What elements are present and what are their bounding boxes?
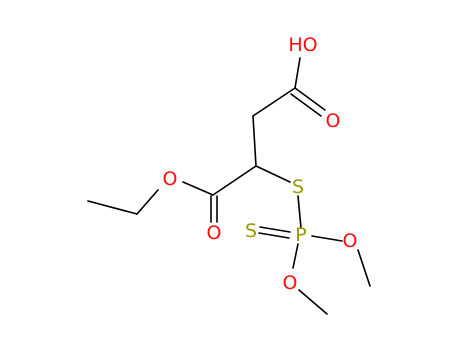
bond-ester-c-ch	[212, 165, 257, 196]
bond-p-o-right	[311, 235, 343, 242]
bond-acid-carbonyl-b	[290, 93, 322, 117]
atom-phosphorus: P	[295, 224, 306, 246]
bond-ester-o-c	[182, 181, 214, 196]
bond-ch-s	[255, 165, 291, 183]
atom-thiono-s: S	[245, 220, 257, 242]
bond-p-s-double-a	[259, 226, 291, 233]
bond-ethyl-ch3	[87, 200, 138, 215]
bond-ch-ch2	[252, 115, 257, 167]
atom-labels: HO O O O S P S O O	[163, 34, 358, 294]
atom-ester-o: O	[163, 168, 178, 190]
bond-ch2-cooh	[252, 87, 296, 117]
bond-c-oh	[294, 57, 301, 89]
bond-s-p	[297, 195, 302, 229]
bond-o-right-ch3	[357, 249, 371, 287]
bond-o-bottom-ch3	[298, 289, 328, 315]
bond-p-s-double-b	[258, 232, 290, 239]
atom-methoxy-o-right: O	[343, 230, 358, 252]
bond-ethyl-ch2-o	[136, 189, 159, 215]
atom-thioether-s: S	[292, 176, 304, 198]
atom-ester-carbonyl-o: O	[207, 222, 222, 244]
atom-acid-carbonyl-o: O	[326, 110, 341, 132]
atom-methoxy-o-bottom: O	[283, 272, 298, 294]
atom-hydroxyl: HO	[288, 34, 317, 56]
bonds	[87, 57, 371, 315]
bond-acid-carbonyl-a	[294, 87, 326, 111]
bond-p-o-bottom	[292, 243, 299, 269]
